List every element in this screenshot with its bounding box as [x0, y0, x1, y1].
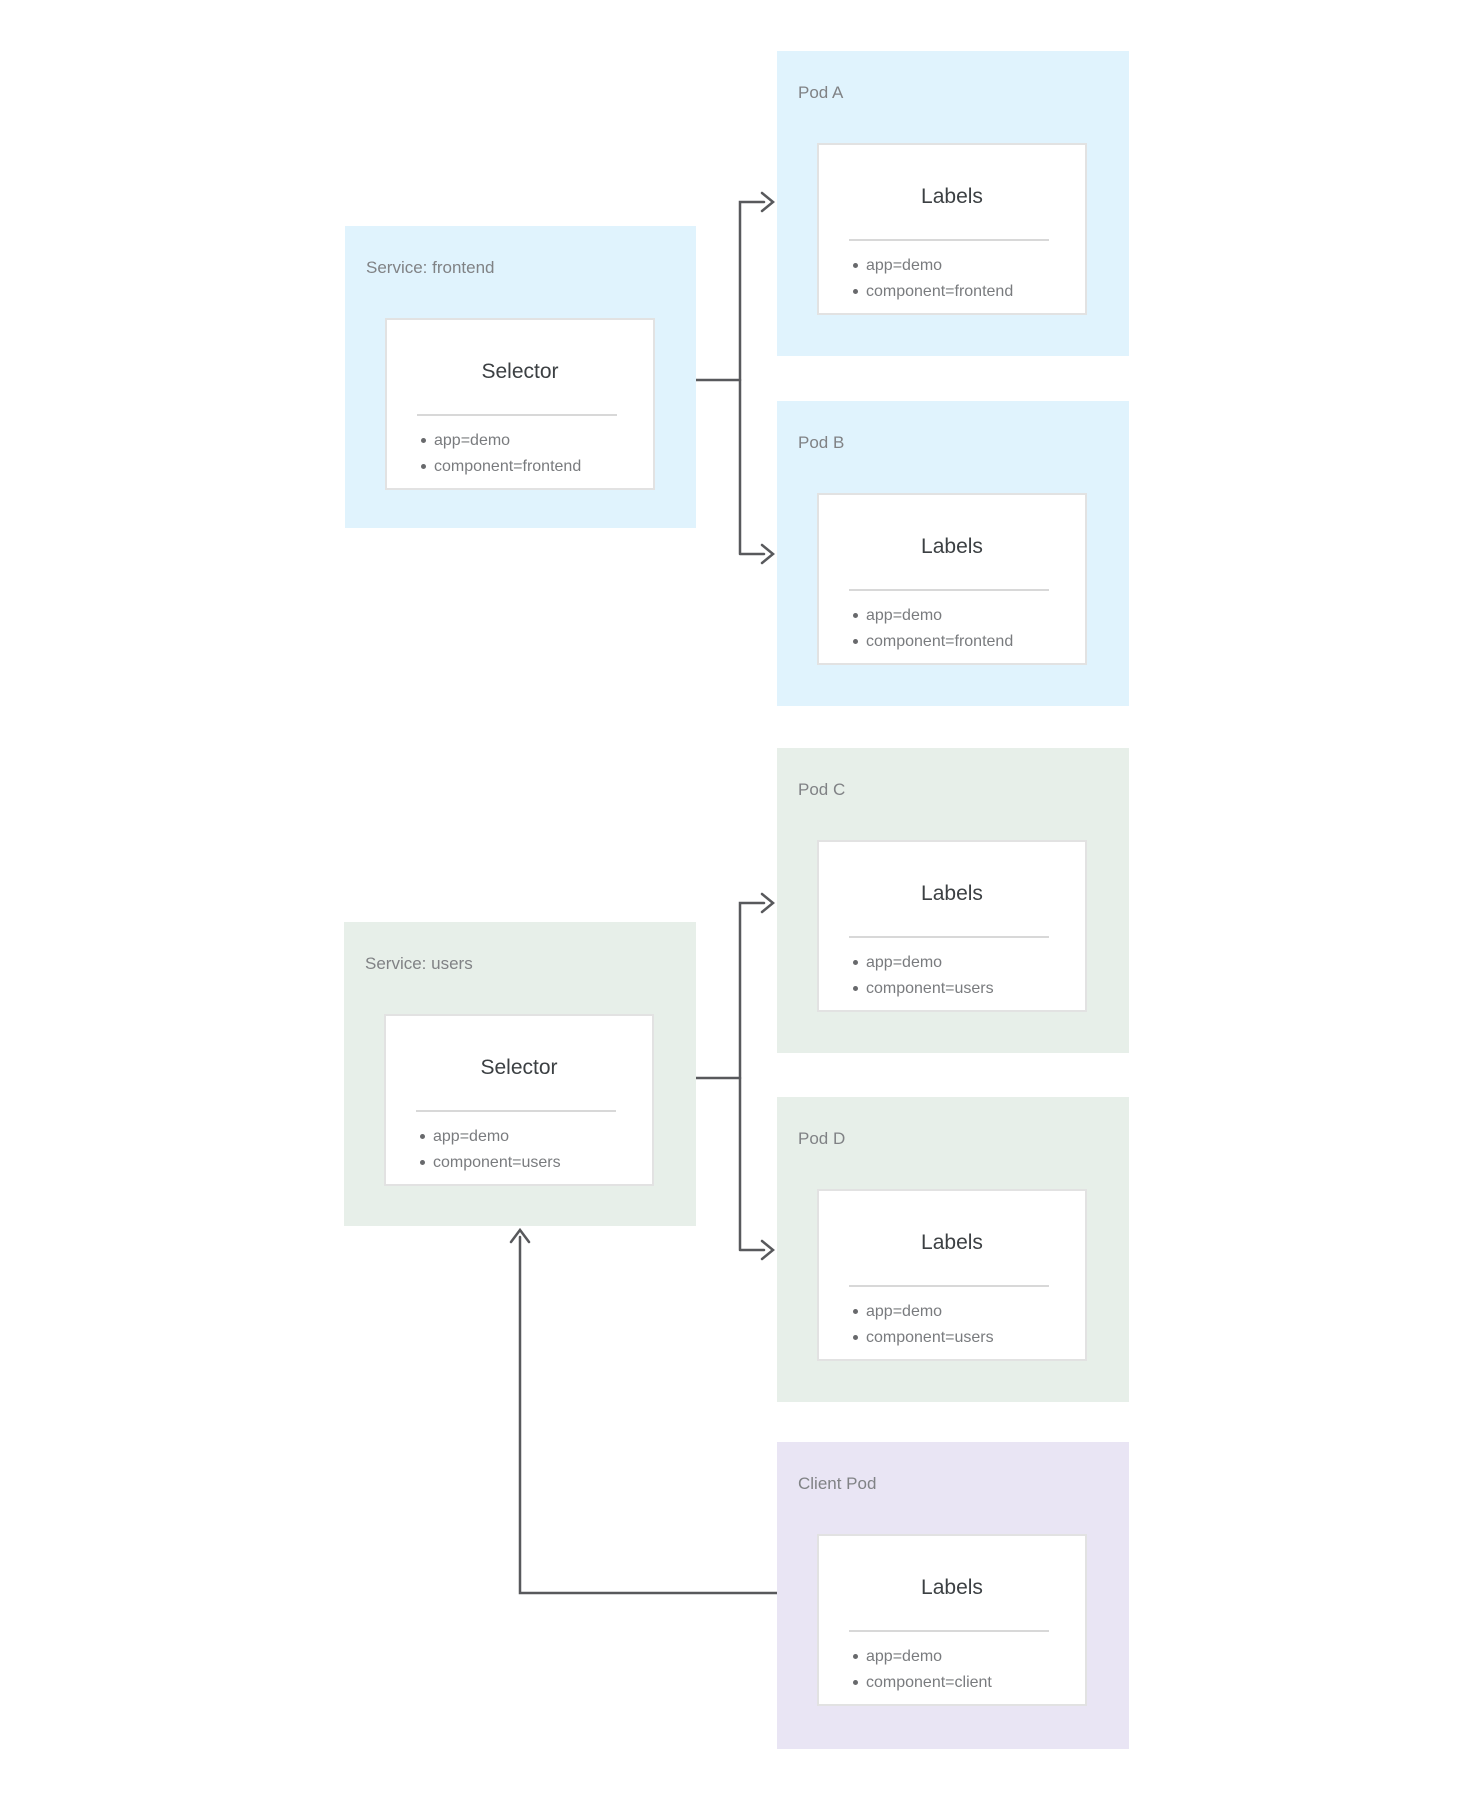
card-divider: [416, 1110, 616, 1112]
labels-card-title: Labels: [921, 1576, 983, 1599]
selector-card: Selector app=demo component=users: [384, 1014, 654, 1186]
card-divider: [417, 414, 617, 416]
connector-users-to-pods: [694, 892, 775, 1261]
pod-c-title: Pod C: [798, 780, 846, 799]
selector-card-title: Selector: [480, 1056, 558, 1079]
connector-client-to-service-users: [509, 1227, 779, 1595]
service-frontend-title: Service: frontend: [366, 258, 495, 277]
selector-card-title: Selector: [481, 360, 559, 383]
connector-frontend-to-pods: [694, 191, 775, 565]
connector-users-trunk: [738, 901, 766, 1252]
arrowhead-to-pod-a: [760, 191, 775, 213]
card-divider: [849, 239, 1049, 241]
label-item: app=demo: [853, 1299, 1085, 1325]
service-frontend-box: Service: frontend Selector app=demo comp…: [345, 226, 696, 528]
labels-list: app=demo component=frontend: [853, 603, 1085, 655]
label-item: app=demo: [853, 253, 1085, 279]
client-pod-title: Client Pod: [798, 1474, 877, 1493]
labels-card-title: Labels: [921, 1231, 983, 1254]
labels-card-title: Labels: [921, 535, 983, 558]
label-item: component=frontend: [853, 629, 1085, 655]
card-divider: [849, 589, 1049, 591]
card-divider: [849, 936, 1049, 938]
labels-list: app=demo component=users: [853, 950, 1085, 1002]
label-item: component=users: [853, 976, 1085, 1002]
selector-item: component=frontend: [421, 454, 653, 480]
labels-list: app=demo component=frontend: [853, 253, 1085, 305]
arrowhead-to-pod-b: [760, 543, 775, 565]
selector-item: app=demo: [420, 1124, 652, 1150]
card-divider: [849, 1285, 1049, 1287]
card-divider: [849, 1630, 1049, 1632]
labels-card: Labels app=demo component=frontend: [817, 143, 1087, 315]
arrowhead-to-pod-c: [760, 892, 775, 914]
labels-list: app=demo component=users: [853, 1299, 1085, 1351]
pod-d-box: Pod D Labels app=demo component=users: [777, 1097, 1129, 1402]
labels-card-title: Labels: [921, 882, 983, 905]
label-item: component=users: [853, 1325, 1085, 1351]
arrowhead-to-pod-d: [760, 1239, 775, 1261]
connector-frontend-trunk: [738, 200, 766, 556]
pod-d-title: Pod D: [798, 1129, 846, 1148]
pod-a-title: Pod A: [798, 83, 844, 102]
labels-list: app=demo component=client: [853, 1644, 1085, 1696]
selector-list: app=demo component=frontend: [421, 428, 653, 480]
labels-card: Labels app=demo component=users: [817, 1189, 1087, 1361]
label-item: app=demo: [853, 950, 1085, 976]
label-item: component=frontend: [853, 279, 1085, 305]
service-users-title: Service: users: [365, 954, 473, 973]
labels-card: Labels app=demo component=users: [817, 840, 1087, 1012]
label-item: app=demo: [853, 1644, 1085, 1670]
pod-c-box: Pod C Labels app=demo component=users: [777, 748, 1129, 1053]
selector-list: app=demo component=users: [420, 1124, 652, 1176]
pod-b-title: Pod B: [798, 433, 845, 452]
pod-a-box: Pod A Labels app=demo component=frontend: [777, 51, 1129, 356]
labels-card-title: Labels: [921, 185, 983, 208]
selector-item: app=demo: [421, 428, 653, 454]
client-pod-box: Client Pod Labels app=demo component=cli…: [777, 1442, 1129, 1749]
labels-card: Labels app=demo component=client: [817, 1534, 1087, 1706]
label-item: app=demo: [853, 603, 1085, 629]
service-users-box: Service: users Selector app=demo compone…: [344, 922, 696, 1226]
selector-card: Selector app=demo component=frontend: [385, 318, 655, 490]
label-item: component=client: [853, 1670, 1085, 1696]
pod-b-box: Pod B Labels app=demo component=frontend: [777, 401, 1129, 706]
arrowhead-to-service-users: [509, 1227, 531, 1244]
connector-client-line: [518, 1235, 779, 1595]
selector-item: component=users: [420, 1150, 652, 1176]
labels-card: Labels app=demo component=frontend: [817, 493, 1087, 665]
